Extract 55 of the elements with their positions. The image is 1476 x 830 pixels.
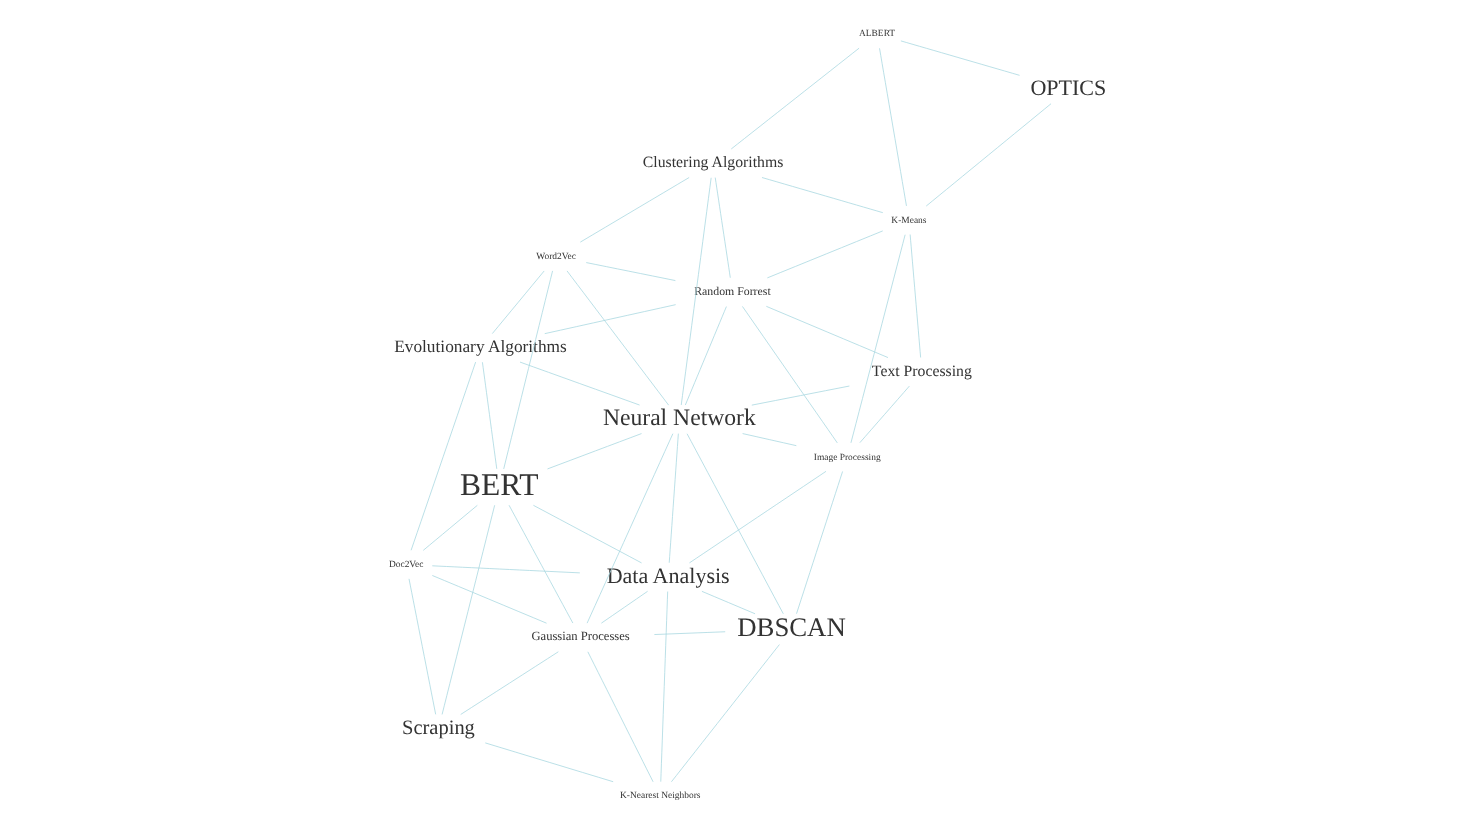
connector	[796, 471, 843, 615]
connector	[879, 47, 907, 207]
connector	[585, 262, 676, 281]
connector	[503, 270, 553, 470]
connector	[586, 433, 674, 624]
connector	[566, 270, 669, 406]
connector	[410, 361, 477, 551]
connector	[671, 644, 780, 783]
connector	[408, 578, 437, 715]
connector	[482, 361, 498, 470]
node-text: Scraping	[402, 717, 475, 740]
connector	[491, 270, 545, 334]
node-text: OPTICS	[1030, 76, 1107, 101]
node-text: Evolutionary Algorithms	[394, 336, 567, 357]
connector	[544, 304, 677, 335]
connector	[701, 590, 756, 615]
connector	[484, 742, 614, 783]
connector	[441, 504, 496, 715]
connector	[579, 177, 690, 243]
connector	[850, 234, 906, 444]
connector	[680, 177, 712, 406]
connector	[422, 504, 478, 551]
node-text: Clustering Algorithms	[642, 153, 784, 172]
connector	[859, 385, 910, 444]
connector	[742, 433, 797, 447]
connector	[900, 40, 1020, 76]
node-text: Neural Network	[602, 403, 756, 432]
connector	[668, 433, 679, 564]
connector	[601, 590, 648, 624]
connector	[547, 433, 642, 470]
connector	[742, 306, 838, 444]
connector	[689, 470, 827, 564]
connector	[431, 575, 547, 624]
connector	[460, 651, 559, 715]
connector	[431, 565, 581, 574]
connector	[684, 306, 727, 406]
node-text: BERT	[459, 468, 539, 503]
connector	[508, 504, 574, 624]
connector	[730, 47, 860, 150]
connector	[660, 591, 669, 783]
connector	[654, 631, 726, 635]
connector	[533, 504, 642, 564]
connector	[761, 177, 884, 214]
node-text: Data Analysis	[606, 564, 730, 589]
connector	[925, 103, 1052, 207]
connector	[587, 651, 654, 783]
node-text: Text Processing	[871, 361, 972, 380]
connector	[766, 230, 884, 279]
connector	[909, 234, 922, 358]
connector	[765, 305, 889, 358]
connector	[519, 361, 640, 406]
node-text: DBSCAN	[737, 612, 846, 643]
connector	[714, 177, 731, 279]
connector	[751, 385, 850, 406]
connector	[686, 433, 784, 615]
